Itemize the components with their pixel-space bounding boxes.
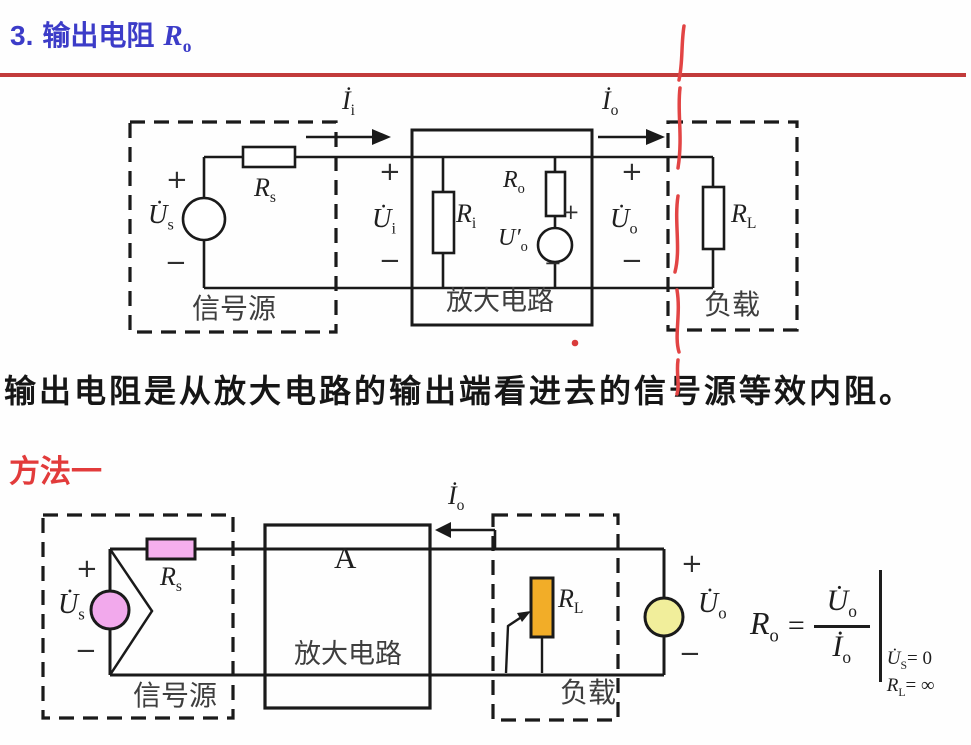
d2-us-plus: + <box>76 554 98 584</box>
page-title: 3. 输出电阻 Ro <box>10 14 191 57</box>
rl-disconnect-arrowhead <box>517 611 531 622</box>
formula-numerator: U̇o <box>826 584 857 622</box>
d1-rs-label: Rs <box>254 173 276 207</box>
formula-lhs: Ro <box>750 604 779 646</box>
d1-us-label: U̇s <box>148 199 174 234</box>
d1-source-box-label: 信号源 <box>192 293 277 324</box>
d1-ui-label: U̇i <box>372 203 396 238</box>
evaluation-bar: U̇S= 0 RL= ∞ <box>878 570 935 699</box>
d1-uo-minus: − <box>621 246 643 276</box>
diagram1-circuit <box>128 120 799 334</box>
title-text: 输出电阻 <box>42 20 155 51</box>
evaluation-conditions: U̇S= 0 RL= ∞ <box>887 588 935 700</box>
current-io2-arrowhead <box>435 522 451 538</box>
test-source-uo-circle <box>643 596 685 638</box>
rl-disconnect-arrow-line <box>504 617 521 674</box>
current-ii-arrowhead <box>372 129 391 145</box>
method-label: 方法一 <box>9 454 102 489</box>
d2-amp-letter: A <box>334 540 357 575</box>
resistor-rs2 <box>145 537 197 561</box>
d2-amp-box-label: 放大电路 <box>294 639 402 669</box>
source-us-circle2 <box>89 589 131 631</box>
d1-io-label: İo <box>602 86 619 120</box>
description-text: 输出电阻是从放大电路的输出端看进去的信号源等效内阻。 <box>4 373 915 409</box>
d2-uo-minus: − <box>679 639 701 669</box>
title-symbol-ro: Ro <box>163 20 192 56</box>
amplifier-box <box>410 128 594 327</box>
d1-rl-label: RL <box>731 199 757 233</box>
fraction-bar <box>813 624 870 628</box>
d1-ro-label: Ro <box>503 167 525 197</box>
resistor-rs <box>241 145 297 169</box>
condition-rl-infinity: RL= ∞ <box>886 675 935 699</box>
d2-us-minus: − <box>75 636 97 666</box>
d1-uop-label: U′o <box>498 225 528 255</box>
amplifier-box2 <box>263 523 432 710</box>
d1-us-plus: + <box>166 165 188 195</box>
diagram2-circuit <box>41 513 685 722</box>
d2-rs-label: Rs <box>160 562 182 596</box>
formula-equals: = <box>787 609 805 642</box>
title-number: 3. <box>10 20 34 51</box>
d1-uo-plus: + <box>621 157 643 187</box>
d1-amp-box-label: 放大电路 <box>446 286 554 316</box>
signal-source-box <box>128 120 338 334</box>
formula-fraction: U̇o İo <box>813 584 870 667</box>
d1-ii-label: İi <box>342 86 356 120</box>
divider-line <box>0 73 966 77</box>
d2-load-box-label: 负载 <box>560 677 617 708</box>
source-us-circle <box>181 196 227 242</box>
short-circuit-mark <box>108 548 154 676</box>
d2-rl-label: RL <box>558 584 584 618</box>
current-io-arrowhead <box>646 129 665 145</box>
formula-ro: Ro = U̇o İo U̇S= 0 RL= ∞ <box>750 570 935 699</box>
current-io2-arrow-line <box>449 528 497 549</box>
formula-denominator: İo <box>832 629 852 667</box>
d2-uo-label: U̇o <box>698 588 727 623</box>
resistor-ri <box>431 190 456 255</box>
condition-us-zero: U̇S= 0 <box>886 648 932 673</box>
d1-ui-minus: − <box>379 246 401 276</box>
source-uop-circle <box>536 226 574 264</box>
d2-source-box-label: 信号源 <box>133 680 218 711</box>
resistor-rl <box>701 185 726 251</box>
load-box2 <box>491 513 620 722</box>
d1-ri-label: Ri <box>456 199 477 233</box>
d1-uo-label: U̇o <box>610 203 638 238</box>
resistor-ro <box>544 170 567 218</box>
d2-io-label: İo <box>448 481 465 515</box>
d1-us-minus: − <box>165 248 187 278</box>
d2-uo-plus: + <box>681 549 703 579</box>
d1-uop-plus: + <box>562 200 580 224</box>
d1-load-box-label: 负载 <box>704 289 761 320</box>
d1-uop-minus: − <box>544 251 562 275</box>
d1-ui-plus: + <box>379 157 401 187</box>
signal-source-box2 <box>41 513 235 720</box>
d2-us-label: U̇s <box>58 589 85 624</box>
